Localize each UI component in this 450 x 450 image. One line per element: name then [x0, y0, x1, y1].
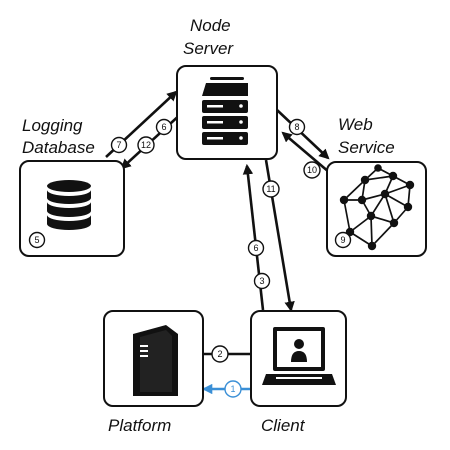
laptop-user-icon: [262, 327, 336, 385]
logging-database-label-line1: Logging: [22, 116, 83, 135]
svg-text:6: 6: [161, 122, 166, 132]
step-badge-1: 1: [224, 380, 242, 398]
svg-text:2: 2: [217, 349, 222, 359]
node-server-label-line2: Server: [183, 39, 234, 58]
step-badge-6-logging: 6: [155, 118, 173, 136]
step-badge-5: 5: [28, 231, 46, 249]
database-icon: [47, 180, 91, 230]
step-badge-7: 7: [110, 136, 128, 154]
step-badge-9: 9: [334, 231, 352, 249]
svg-text:11: 11: [266, 184, 275, 194]
platform-label: Platform: [108, 416, 171, 435]
edge-step8-server-to-web: [276, 109, 330, 160]
svg-text:10: 10: [307, 165, 317, 175]
web-service-label-line1: Web: [338, 115, 373, 134]
step-badge-6-client: 6: [247, 239, 265, 257]
logging-database-label-line2: Database: [22, 138, 95, 157]
step-badge-11: 11: [262, 180, 280, 198]
svg-text:8: 8: [294, 122, 299, 132]
client-label: Client: [261, 416, 306, 435]
svg-text:1: 1: [230, 384, 235, 394]
web-service-label-line2: Service: [338, 138, 395, 157]
svg-text:6: 6: [253, 243, 258, 253]
svg-text:7: 7: [116, 140, 121, 150]
server-icon: [202, 77, 248, 145]
node-server-label-line1: Node: [190, 16, 231, 35]
svg-text:9: 9: [340, 235, 345, 245]
svg-text:3: 3: [259, 276, 264, 286]
step-badge-2: 2: [211, 345, 229, 363]
svg-text:12: 12: [141, 140, 151, 150]
svg-text:5: 5: [34, 235, 39, 245]
step-badge-12: 12: [137, 136, 155, 154]
step-badge-3: 3: [253, 272, 271, 290]
step-badge-10: 10: [303, 161, 321, 179]
tower-computer-icon: [133, 325, 178, 396]
network-icon: [339, 164, 415, 251]
step-badge-8: 8: [288, 118, 306, 136]
